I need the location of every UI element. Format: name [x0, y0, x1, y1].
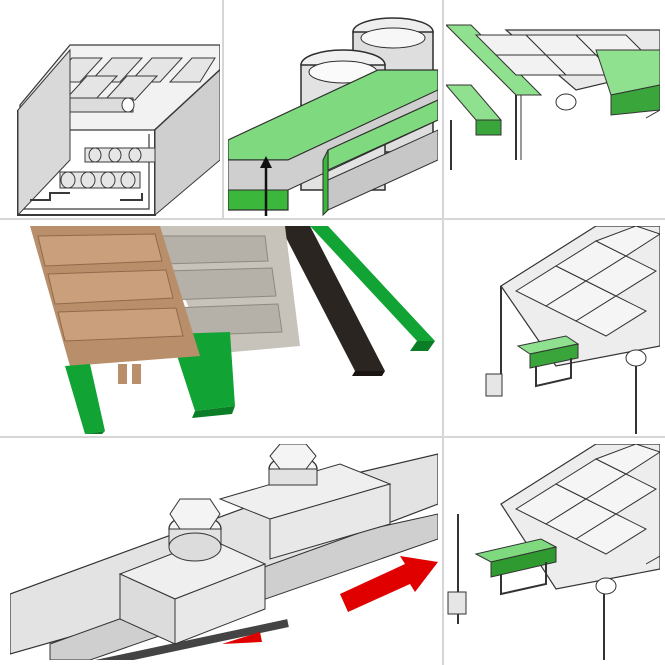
single-clip-support-tile[interactable] [446, 226, 660, 434]
guide-rail-illustration [228, 17, 438, 216]
closed-track-illustration [17, 44, 220, 216]
chain-materials-photo-tile[interactable] [10, 226, 438, 434]
row-divider [0, 218, 665, 220]
track-illustration-tile[interactable] [10, 10, 220, 216]
bolted-clamp-illustration [10, 444, 438, 660]
wear-strip-illustration-tile[interactable] [446, 10, 660, 216]
single-clip-illustration [485, 226, 660, 434]
double-clip-illustration [447, 444, 660, 660]
column-divider [442, 0, 444, 665]
bolted-clamp-illustration-tile[interactable] [10, 444, 438, 660]
chain-materials-photo [10, 226, 438, 434]
double-clip-support-tile[interactable] [446, 444, 660, 660]
guide-rail-illustration-tile[interactable] [228, 10, 438, 216]
column-divider [222, 0, 224, 218]
wear-strip-illustration [446, 24, 660, 170]
row-divider [0, 436, 665, 438]
